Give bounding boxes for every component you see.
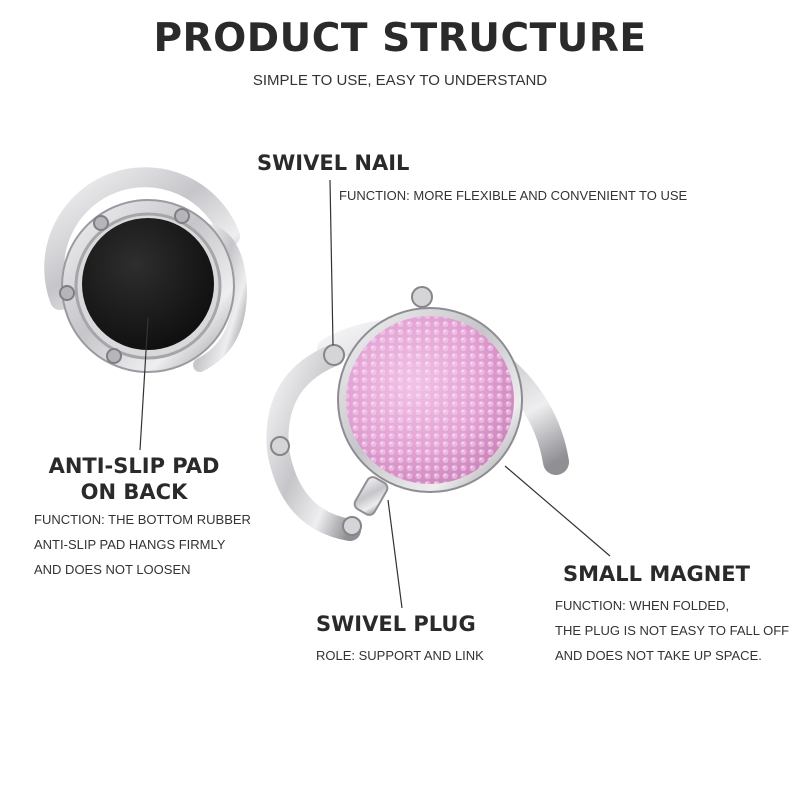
- anti-slip-desc-line: AND DOES NOT LOOSEN: [34, 562, 191, 577]
- page-title: PRODUCT STRUCTURE: [153, 16, 647, 61]
- anti-slip-heading: ANTI-SLIP PAD ON BACK: [34, 453, 234, 505]
- small-magnet-desc-line: THE PLUG IS NOT EASY TO FALL OFF: [555, 623, 790, 638]
- small-magnet-heading: SMALL MAGNET: [563, 562, 750, 586]
- anti-slip-desc-line: FUNCTION: THE BOTTOM RUBBER: [34, 512, 251, 527]
- anti-slip-heading-line: ANTI-SLIP PAD: [48, 454, 220, 478]
- anti-slip-desc: FUNCTION: THE BOTTOM RUBBER ANTI-SLIP PA…: [34, 507, 251, 582]
- swivel-plug-desc-line: ROLE: SUPPORT AND LINK: [316, 648, 484, 663]
- anti-slip-heading-line: ON BACK: [80, 480, 188, 504]
- page-subtitle: SIMPLE TO USE, EASY TO UNDERSTAND: [252, 72, 548, 89]
- swivel-plug-heading: SWIVEL PLUG: [316, 612, 476, 636]
- anti-slip-leader: [139, 317, 149, 451]
- swivel-plug-leader: [387, 499, 403, 609]
- small-magnet-desc-line: AND DOES NOT TAKE UP SPACE.: [555, 648, 762, 663]
- small-magnet-leader: [504, 465, 611, 557]
- swivel-plug-desc: ROLE: SUPPORT AND LINK: [316, 643, 484, 668]
- small-magnet-desc-line: FUNCTION: WHEN FOLDED,: [555, 598, 730, 613]
- swivel-nail-leader: [329, 179, 334, 346]
- small-magnet-desc: FUNCTION: WHEN FOLDED, THE PLUG IS NOT E…: [555, 593, 789, 668]
- anti-slip-desc-line: ANTI-SLIP PAD HANGS FIRMLY: [34, 537, 226, 552]
- swivel-nail-desc: FUNCTION: MORE FLEXIBLE AND CONVENIENT T…: [339, 183, 687, 208]
- hook-front-view-icon: [266, 286, 569, 541]
- swivel-nail-heading: SWIVEL NAIL: [257, 151, 410, 175]
- hook-back-view-icon: [44, 167, 248, 373]
- swivel-nail-desc-line: FUNCTION: MORE FLEXIBLE AND CONVENIENT T…: [339, 188, 688, 203]
